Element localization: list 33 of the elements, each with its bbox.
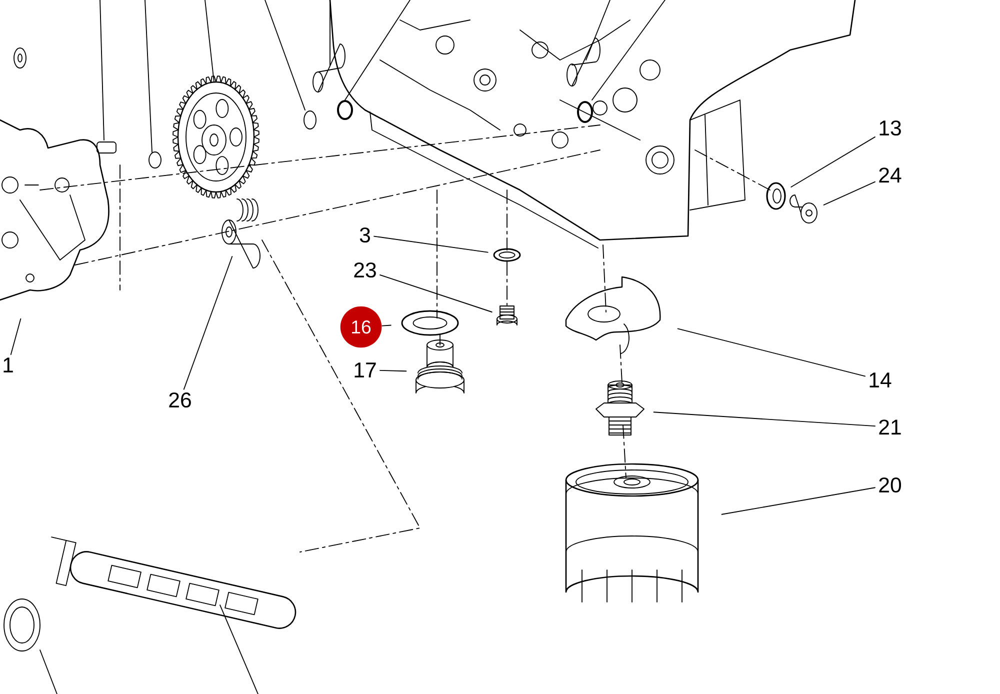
washer [766, 182, 786, 210]
callout-number: 16 [340, 306, 382, 348]
callout-number: 26 [169, 392, 191, 408]
plug [496, 306, 518, 326]
threaded-nipple [596, 380, 644, 436]
callout-number: 23 [354, 262, 376, 278]
bolt [790, 194, 818, 224]
leader-line [677, 328, 866, 377]
leader-line [183, 256, 233, 390]
oil-filter [565, 463, 699, 602]
callout-number: 1 [4, 358, 13, 372]
oil-pump [0, 119, 110, 301]
drain-plug [416, 340, 464, 394]
sealing-washer [401, 310, 459, 336]
plate [565, 276, 661, 354]
leader-line [790, 136, 876, 188]
leader-line [823, 181, 876, 206]
spring [222, 198, 260, 268]
leader-line [653, 412, 876, 427]
callout-number: 24 [879, 168, 902, 182]
leader-line [380, 274, 492, 312]
callout-number: 17 [354, 362, 376, 378]
callout-number: 13 [880, 120, 901, 136]
callout-number: 14 [870, 372, 892, 388]
leader-line [10, 318, 22, 355]
leader-line [380, 370, 407, 372]
callout-number: 20 [879, 477, 902, 493]
leader-line [374, 236, 488, 253]
leader-line [382, 324, 392, 326]
callout-number: 3 [360, 227, 370, 243]
callout-number: 21 [879, 420, 901, 434]
leader-line [721, 487, 876, 515]
washer [493, 248, 521, 262]
